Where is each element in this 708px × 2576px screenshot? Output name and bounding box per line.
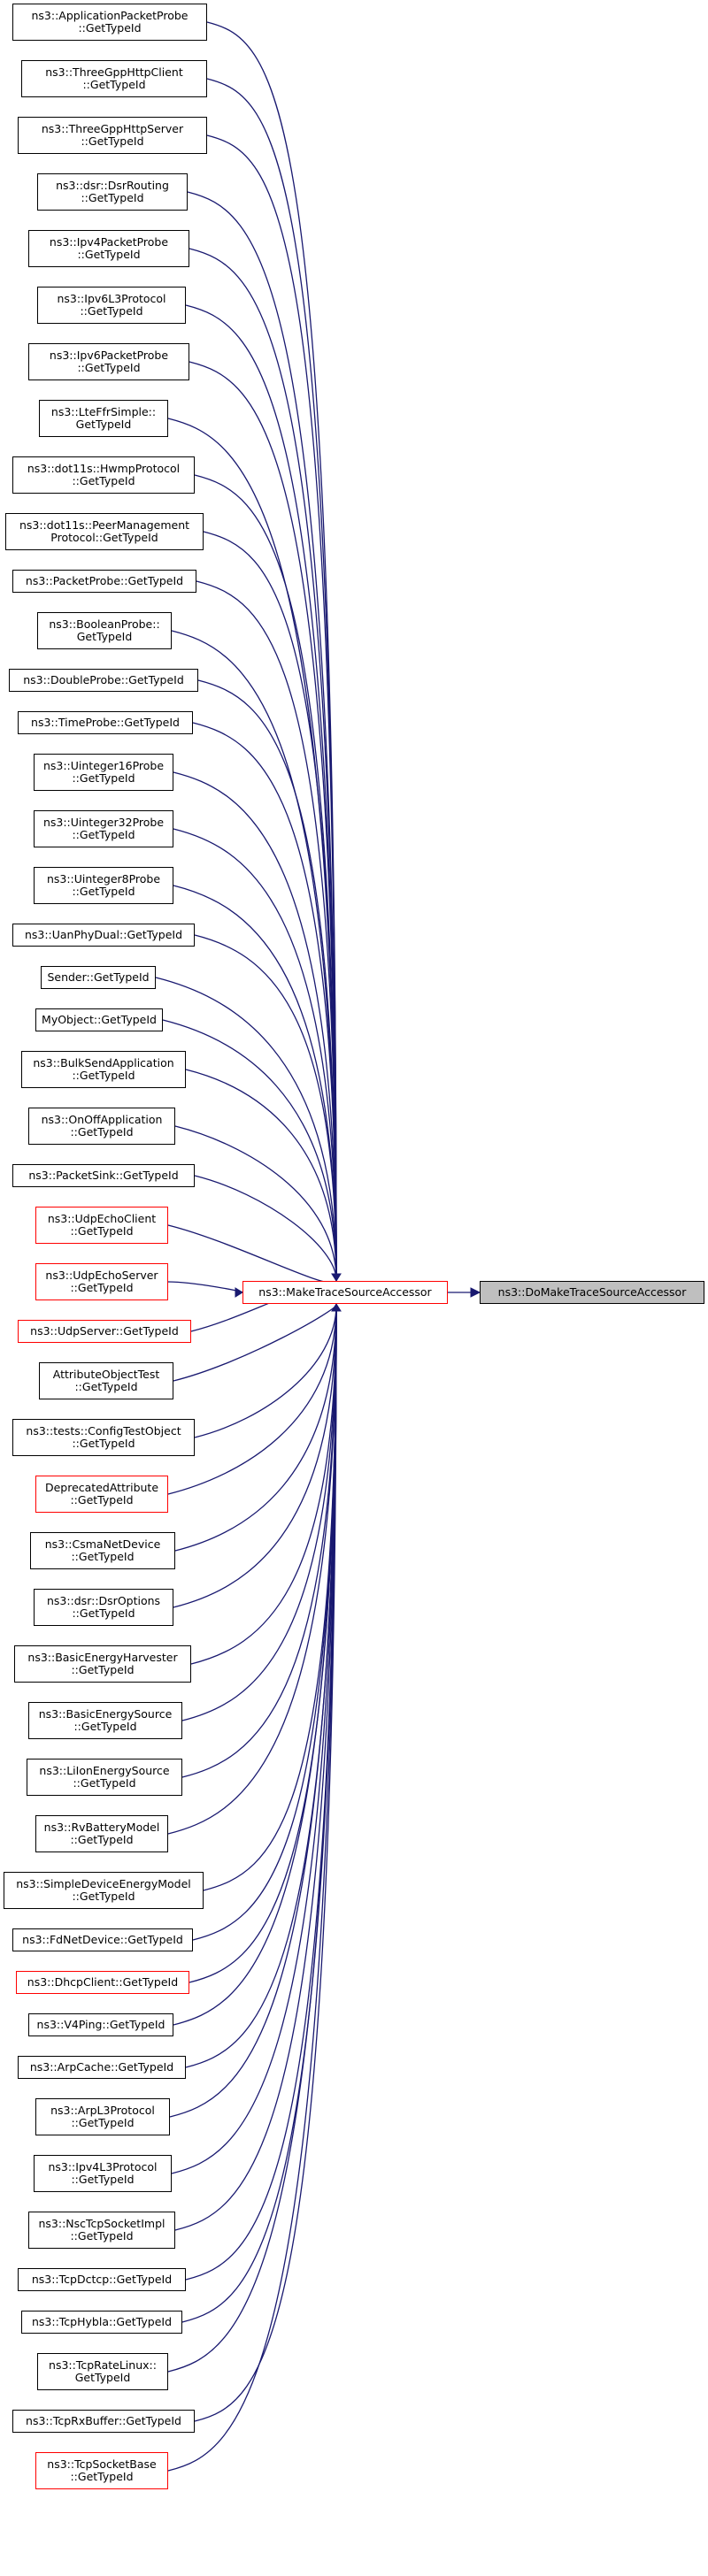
- caller-node-ns3-tests-configtestobject-gettypeid[interactable]: ns3::tests::ConfigTestObject ::GetTypeId: [12, 1419, 195, 1456]
- caller-node-ns3-dsr-dsrrouting-gettypeid[interactable]: ns3::dsr::DsrRouting ::GetTypeId: [37, 173, 188, 211]
- caller-node-ns3-liionenergysource-gettypeid[interactable]: ns3::LiIonEnergySource ::GetTypeId: [27, 1759, 182, 1796]
- caller-node-ns3-uinteger8probe-gettypeid[interactable]: ns3::Uinteger8Probe ::GetTypeId: [34, 867, 173, 904]
- caller-node-ns3-onoffapplication-gettypeid[interactable]: ns3::OnOffApplication ::GetTypeId: [28, 1108, 175, 1145]
- caller-node-ns3-ipv6packetprobe-gettypeid[interactable]: ns3::Ipv6PacketProbe ::GetTypeId: [28, 343, 189, 380]
- caller-node-ns3-udpechoclient-gettypeid[interactable]: ns3::UdpEchoClient ::GetTypeId: [35, 1207, 168, 1244]
- call-edge: [162, 1019, 337, 1281]
- caller-node-ns3-v4ping-gettypeid[interactable]: ns3::V4Ping::GetTypeId: [28, 2013, 173, 2036]
- caller-node-ns3-doubleprobe-gettypeid[interactable]: ns3::DoubleProbe::GetTypeId: [9, 669, 198, 692]
- call-edge: [181, 1304, 337, 2323]
- caller-node-ns3-dot11s-hwmpprotocol-gettypeid[interactable]: ns3::dot11s::HwmpProtocol ::GetTypeId: [12, 456, 195, 494]
- call-edge: [187, 191, 337, 1281]
- caller-node-ns3-arpcache-gettypeid[interactable]: ns3::ArpCache::GetTypeId: [18, 2056, 186, 2079]
- caller-node-ns3-packetsink-gettypeid[interactable]: ns3::PacketSink::GetTypeId: [12, 1164, 195, 1187]
- call-edge: [167, 1281, 243, 1293]
- call-edge: [185, 304, 337, 1281]
- call-edge: [173, 1304, 337, 1608]
- caller-node-ns3-simpledeviceenergymodel-gettypeid[interactable]: ns3::SimpleDeviceEnergyModel ::GetTypeId: [4, 1872, 204, 1909]
- make-trace-source-accessor-node[interactable]: ns3::MakeTraceSourceAccessor: [242, 1281, 448, 1304]
- caller-node-ns3-threegpphttpclient-gettypeid[interactable]: ns3::ThreeGppHttpClient ::GetTypeId: [21, 60, 207, 97]
- caller-node-ns3-timeprobe-gettypeid[interactable]: ns3::TimeProbe::GetTypeId: [18, 711, 193, 734]
- call-edge: [174, 1125, 337, 1281]
- call-edge: [194, 934, 337, 1281]
- call-edge: [171, 1304, 337, 2174]
- call-edge: [185, 1069, 337, 1281]
- call-edge: [192, 722, 337, 1281]
- caller-node-deprecatedattribute-gettypeid[interactable]: DeprecatedAttribute ::GetTypeId: [35, 1476, 168, 1513]
- caller-node-ns3-tcphybla-gettypeid[interactable]: ns3::TcpHybla::GetTypeId: [21, 2311, 182, 2334]
- caller-node-myobject-gettypeid[interactable]: MyObject::GetTypeId: [35, 1008, 163, 1031]
- caller-node-ns3-udpechoserver-gettypeid[interactable]: ns3::UdpEchoServer ::GetTypeId: [35, 1263, 168, 1300]
- call-edge: [190, 1304, 337, 1665]
- call-edge: [167, 1224, 337, 1284]
- call-edge: [167, 1304, 337, 2472]
- call-edge: [155, 977, 337, 1281]
- caller-node-ns3-tcprxbuffer-gettypeid[interactable]: ns3::TcpRxBuffer::GetTypeId: [12, 2410, 195, 2433]
- call-edge: [194, 474, 337, 1281]
- call-edge: [167, 1304, 337, 2373]
- call-edge: [194, 1304, 337, 1438]
- caller-node-ns3-csmanetdevice-gettypeid[interactable]: ns3::CsmaNetDevice ::GetTypeId: [30, 1532, 175, 1569]
- caller-node-ns3-uinteger16probe-gettypeid[interactable]: ns3::Uinteger16Probe ::GetTypeId: [34, 754, 173, 791]
- caller-node-ns3-dot11s-peermanagement-protocol-gettypeid[interactable]: ns3::dot11s::PeerManagement Protocol::Ge…: [5, 513, 204, 550]
- do-make-trace-source-accessor-node: ns3::DoMakeTraceSourceAccessor: [480, 1281, 704, 1304]
- caller-node-ns3-uinteger32probe-gettypeid[interactable]: ns3::Uinteger32Probe ::GetTypeId: [34, 810, 173, 847]
- caller-node-ns3-applicationpacketprobe-gettypeid[interactable]: ns3::ApplicationPacketProbe ::GetTypeId: [12, 4, 207, 41]
- call-edge: [185, 1304, 337, 2068]
- caller-node-ns3-threegpphttpserver-gettypeid[interactable]: ns3::ThreeGppHttpServer ::GetTypeId: [18, 117, 207, 154]
- caller-node-ns3-dsr-dsroptions-gettypeid[interactable]: ns3::dsr::DsrOptions ::GetTypeId: [34, 1589, 173, 1626]
- call-edge: [169, 1304, 337, 2118]
- caller-node-sender-gettypeid[interactable]: Sender::GetTypeId: [41, 966, 156, 989]
- caller-node-ns3-packetprobe-gettypeid[interactable]: ns3::PacketProbe::GetTypeId: [12, 570, 196, 593]
- call-edge: [196, 580, 337, 1281]
- call-edge: [206, 134, 337, 1281]
- call-edge: [181, 1304, 337, 1778]
- caller-node-ns3-booleanprobe-gettypeid[interactable]: ns3::BooleanProbe:: GetTypeId: [37, 612, 172, 649]
- arrow-head-target: [470, 1287, 481, 1298]
- caller-node-ns3-tcpsocketbase-gettypeid[interactable]: ns3::TcpSocketBase ::GetTypeId: [35, 2452, 168, 2489]
- call-edge: [167, 1304, 337, 1835]
- caller-node-ns3-fdnetdevice-gettypeid[interactable]: ns3::FdNetDevice::GetTypeId: [12, 1928, 193, 1951]
- caller-node-ns3-rvbatterymodel-gettypeid[interactable]: ns3::RvBatteryModel ::GetTypeId: [35, 1815, 168, 1852]
- call-edge: [203, 531, 337, 1281]
- arrow-head-bottom: [331, 1303, 342, 1312]
- call-edge: [189, 361, 337, 1281]
- call-edge: [171, 630, 337, 1281]
- caller-node-ns3-udpserver-gettypeid[interactable]: ns3::UdpServer::GetTypeId: [18, 1320, 191, 1343]
- caller-node-ns3-nsctcpsocketimpl-gettypeid[interactable]: ns3::NscTcpSocketImpl ::GetTypeId: [28, 2212, 175, 2249]
- call-edge: [167, 1304, 337, 1495]
- call-edge: [173, 1304, 337, 1382]
- call-edge: [174, 1304, 337, 1552]
- caller-node-ns3-tcpratelinux-gettypeid[interactable]: ns3::TcpRateLinux:: GetTypeId: [37, 2353, 168, 2390]
- caller-node-ns3-basicenergysource-gettypeid[interactable]: ns3::BasicEnergySource ::GetTypeId: [28, 1702, 182, 1739]
- caller-node-ns3-tcpdctcp-gettypeid[interactable]: ns3::TcpDctcp::GetTypeId: [18, 2268, 186, 2291]
- call-edge: [174, 1304, 337, 2231]
- caller-node-ns3-bulksendapplication-gettypeid[interactable]: ns3::BulkSendApplication ::GetTypeId: [21, 1051, 186, 1088]
- call-edge: [197, 679, 337, 1281]
- arrow-head-top: [331, 1273, 342, 1282]
- arrow-head-left: [235, 1287, 243, 1298]
- caller-node-ns3-uanphydual-gettypeid[interactable]: ns3::UanPhyDual::GetTypeId: [12, 924, 195, 947]
- call-edge: [173, 1304, 337, 2026]
- caller-node-ns3-ipv4packetprobe-gettypeid[interactable]: ns3::Ipv4PacketProbe ::GetTypeId: [28, 230, 189, 267]
- call-edge: [189, 248, 337, 1281]
- caller-node-ns3-ipv6l3protocol-gettypeid[interactable]: ns3::Ipv6L3Protocol ::GetTypeId: [37, 287, 186, 324]
- caller-node-ns3-ipv4l3protocol-gettypeid[interactable]: ns3::Ipv4L3Protocol ::GetTypeId: [34, 2155, 172, 2192]
- caller-node-ns3-arpl3protocol-gettypeid[interactable]: ns3::ArpL3Protocol ::GetTypeId: [35, 2098, 170, 2135]
- call-edge: [181, 1304, 337, 1721]
- caller-node-ns3-dhcpclient-gettypeid[interactable]: ns3::DhcpClient::GetTypeId: [16, 1971, 189, 1994]
- caller-node-ns3-lteffrsimple-gettypeid[interactable]: ns3::LteFfrSimple:: GetTypeId: [39, 400, 168, 437]
- caller-node-ns3-basicenergyharvester-gettypeid[interactable]: ns3::BasicEnergyHarvester ::GetTypeId: [14, 1645, 191, 1683]
- call-edge: [173, 828, 337, 1281]
- call-edge: [173, 885, 337, 1281]
- call-edge: [194, 1304, 337, 2422]
- caller-node-attributeobjecttest-gettypeid[interactable]: AttributeObjectTest ::GetTypeId: [39, 1362, 173, 1399]
- call-edge: [194, 1175, 337, 1281]
- call-edge: [173, 771, 337, 1281]
